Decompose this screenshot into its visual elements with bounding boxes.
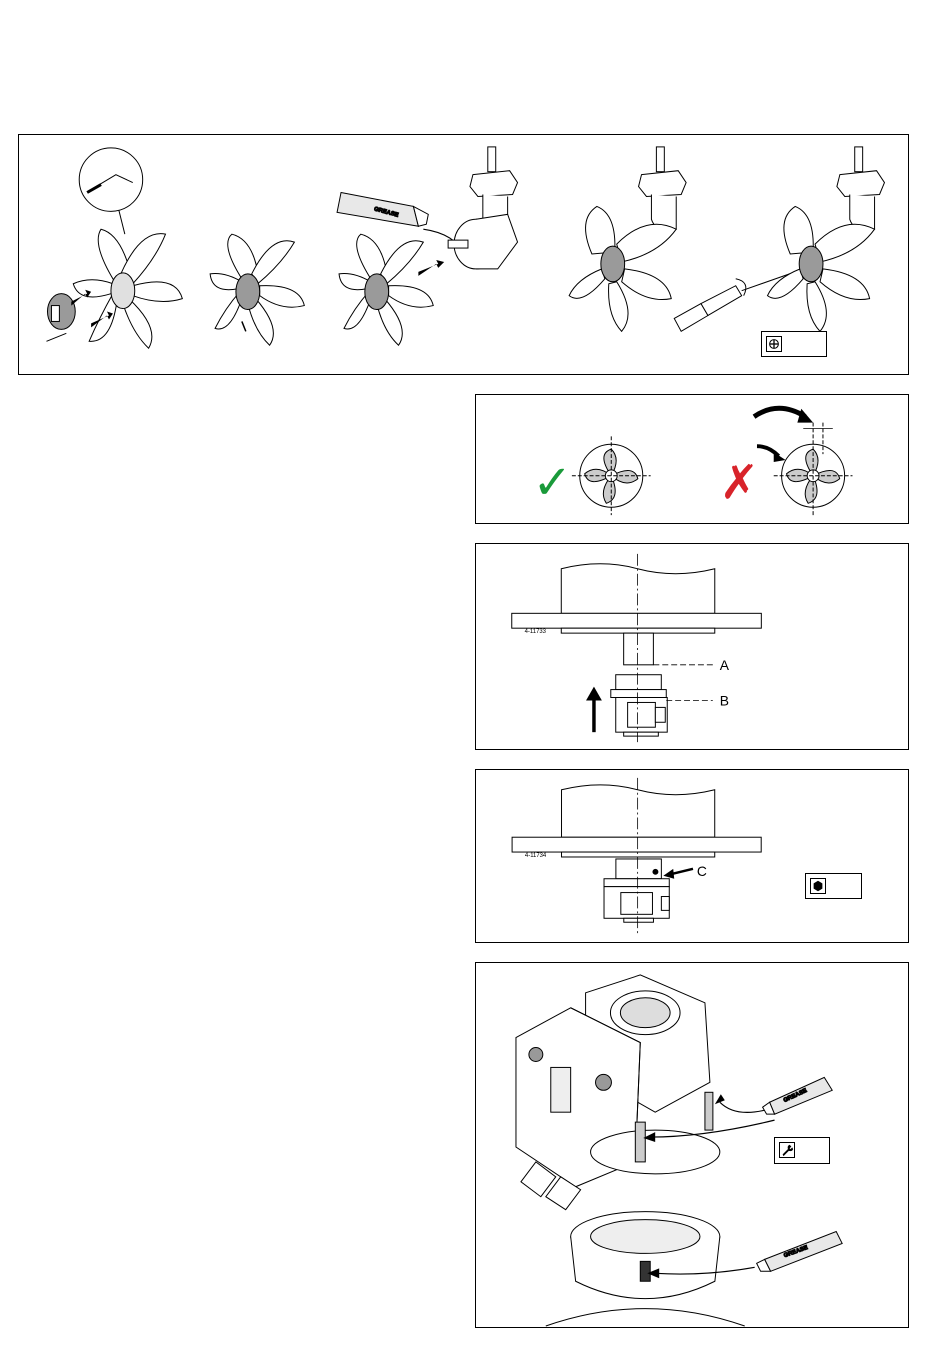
hex-key-icon [810, 878, 826, 894]
motor-mount-panel: GREASE GREASE [475, 962, 909, 1328]
fan-assembly-panel: GREASE [18, 134, 909, 375]
fan-step-1 [46, 229, 182, 348]
grease-tube-lower: GREASE [757, 1232, 843, 1272]
tool-indicator-box [761, 331, 827, 357]
phillips-screwdriver-icon [766, 336, 782, 352]
callout-c: C [697, 863, 707, 879]
tool-indicator-box [805, 873, 862, 899]
screwdriver [674, 272, 795, 332]
wrench-icon [779, 1142, 795, 1158]
set-screw-arrow [663, 869, 693, 879]
set-screw-panel: 4-11734 C [475, 769, 909, 943]
figure-code: 4-11733 [525, 629, 547, 635]
figure-code: 4-11734 [525, 853, 547, 859]
incorrect-cross: ✗ [720, 455, 760, 510]
fan-incorrect-view [774, 423, 853, 516]
motor-step-5 [767, 147, 884, 331]
callout-a: A [720, 657, 730, 673]
motor-mount-illustration: GREASE GREASE [476, 963, 908, 1327]
set-screw-illustration: 4-11734 C [476, 770, 908, 942]
grease-tube-1: GREASE [337, 193, 428, 227]
callout-b: B [720, 692, 729, 708]
motor-step-3 [448, 147, 517, 269]
upward-push-arrow [586, 687, 602, 733]
shaft-install-panel: 4-11733 A B [475, 543, 909, 750]
alignment-illustration: ✓ ✗ [476, 395, 908, 523]
shaft-install-illustration: 4-11733 A B [476, 544, 908, 749]
fan-step-2 [210, 234, 304, 345]
grease-tube-upper: GREASE [763, 1077, 833, 1114]
motor-step-4 [569, 147, 686, 331]
detail-callout-circle [79, 148, 142, 211]
fan-correct-view [572, 436, 651, 515]
tool-indicator-box [774, 1137, 830, 1164]
correct-checkmark: ✓ [532, 455, 572, 510]
fan-step-3 [339, 234, 433, 345]
alignment-panel: ✓ ✗ [475, 394, 909, 524]
